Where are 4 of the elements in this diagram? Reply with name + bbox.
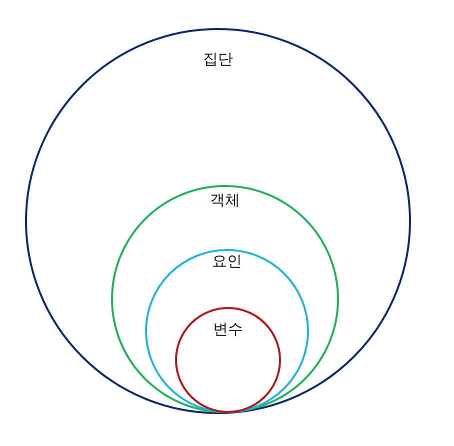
set-label: 집단 bbox=[203, 50, 233, 69]
set-label: 변수 bbox=[213, 320, 243, 339]
set-label: 요인 bbox=[212, 252, 242, 271]
set-label: 객체 bbox=[210, 191, 240, 210]
